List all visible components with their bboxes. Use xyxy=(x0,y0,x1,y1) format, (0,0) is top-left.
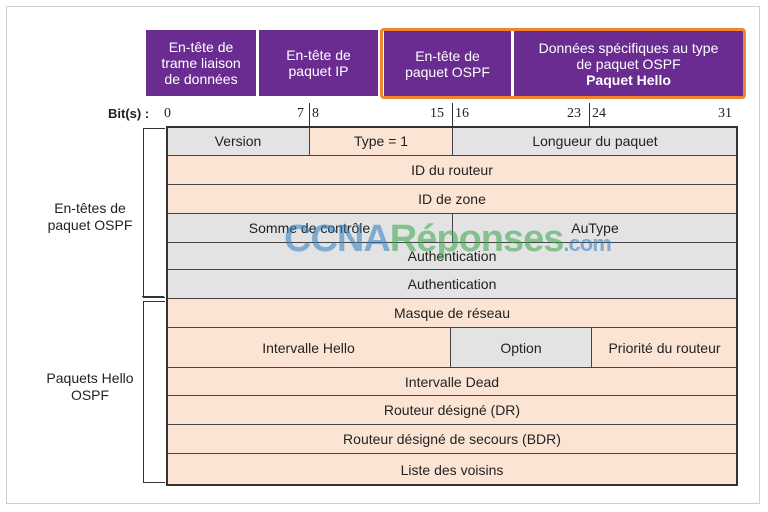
bit-31: 31 xyxy=(718,106,732,121)
field-hello-interval: Intervalle Hello xyxy=(166,327,451,368)
field-version: Version xyxy=(166,126,310,156)
field-checksum: Somme de contrôle xyxy=(166,213,453,243)
header-type-line1: Données spécifiques au type xyxy=(538,39,719,56)
field-authentication-2: Authentication xyxy=(166,269,738,299)
field-area-id: ID de zone xyxy=(166,184,738,214)
field-authentication-1: Authentication xyxy=(166,242,738,270)
header-data-link-frame: En-tête de trame liaison de données xyxy=(146,30,256,96)
header-data-link-line1: En-tête de xyxy=(168,39,234,55)
header-ip-line1: En-tête de xyxy=(286,47,351,63)
label-hello-line2: OSPF xyxy=(70,387,110,403)
tick-8 xyxy=(309,103,310,127)
bit-23: 23 xyxy=(567,106,581,121)
label-hello-line1: Paquets Hello xyxy=(46,370,134,386)
bit-7: 7 xyxy=(297,106,304,121)
bit-8: 8 xyxy=(312,106,319,121)
label-ospf-headers-line1: En-têtes de xyxy=(54,200,126,216)
field-router-id: ID du routeur xyxy=(166,155,738,185)
bit-24: 24 xyxy=(592,106,606,121)
field-option: Option xyxy=(450,327,592,368)
header-ospf-line2: paquet OSPF xyxy=(405,63,490,80)
field-router-priority: Priorité du routeur xyxy=(591,327,738,368)
label-hello-packets: Paquets Hello OSPF xyxy=(36,370,144,404)
label-ospf-headers: En-têtes de paquet OSPF xyxy=(36,200,144,234)
field-network-mask: Masque de réseau xyxy=(166,298,738,328)
bits-label: Bit(s) : xyxy=(108,106,150,121)
field-type: Type = 1 xyxy=(309,126,453,156)
header-data-link-line2: trame liaison xyxy=(161,55,241,71)
tick-24 xyxy=(589,103,590,127)
bracket-hello-packets xyxy=(143,301,165,483)
field-dead-interval: Intervalle Dead xyxy=(166,367,738,396)
label-ospf-headers-line2: paquet OSPF xyxy=(47,217,133,233)
header-ip-packet: En-tête de paquet IP xyxy=(259,30,378,96)
header-ip-line2: paquet IP xyxy=(288,63,349,79)
header-ospf-type-data: Données spécifiques au type de paquet OS… xyxy=(514,31,743,96)
header-ospf-line1: En-tête de xyxy=(415,47,480,64)
tick-16 xyxy=(452,103,453,127)
bracket-divider xyxy=(142,296,164,297)
header-ospf-packet: En-tête de paquet OSPF xyxy=(384,31,511,96)
field-autype: AuType xyxy=(452,213,738,243)
field-packet-length: Longueur du paquet xyxy=(452,126,738,156)
header-type-line2: de paquet OSPF xyxy=(576,55,681,72)
bit-15: 15 xyxy=(430,106,444,121)
header-type-line3: Paquet Hello xyxy=(586,71,671,88)
bit-16: 16 xyxy=(455,106,469,121)
diagram-frame xyxy=(6,6,760,504)
bit-0: 0 xyxy=(164,106,171,121)
field-designated-router: Routeur désigné (DR) xyxy=(166,395,738,425)
header-data-link-line3: de données xyxy=(164,71,238,87)
ospf-highlight-border xyxy=(380,28,746,99)
field-neighbor-list: Liste des voisins xyxy=(166,453,738,486)
field-backup-designated-router: Routeur désigné de secours (BDR) xyxy=(166,424,738,454)
bracket-ospf-headers xyxy=(143,128,165,298)
